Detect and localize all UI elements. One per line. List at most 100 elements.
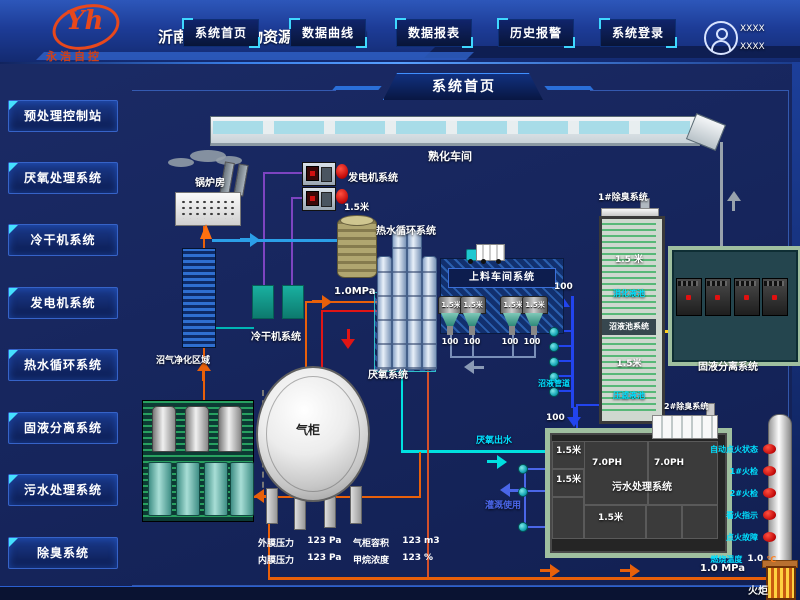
page-title: 系统首页 <box>383 73 543 100</box>
valve-icon <box>518 464 528 474</box>
machine-indicator <box>744 295 749 300</box>
truck-trailer <box>476 244 505 261</box>
nav-system-login-button[interactable]: 系统登录 <box>599 18 677 48</box>
gas-holder-label: 气柜 <box>296 423 321 437</box>
nav-history-alarm-button[interactable]: 历史报警 <box>497 18 575 48</box>
generator-unit-2 <box>302 187 336 211</box>
sidebar-item-deodorization[interactable]: 除臭系统 <box>8 537 118 569</box>
flow-arrow-right-icon <box>312 295 332 309</box>
hotwater-level-label: 1.5米 <box>344 203 369 213</box>
flow-arrow-left-icon <box>464 360 484 374</box>
generator-panel <box>306 191 319 206</box>
gas-holder-leg <box>266 488 278 524</box>
nav-data-curve-button[interactable]: 数据曲线 <box>289 18 367 48</box>
deodor-tower-1: 沼液池系统 <box>599 216 665 424</box>
purification-label: 沼气净化区域 <box>156 356 211 366</box>
main-pressure-label: 1.0 MPa <box>700 563 745 574</box>
status-row: 2#火检 <box>672 488 776 498</box>
frame-line <box>132 90 336 91</box>
cold-dryer-label: 冷干机系统 <box>251 332 301 343</box>
power-pipe <box>291 197 303 199</box>
stat-unit: Pa <box>329 553 342 563</box>
slurry-up-value: 100 <box>554 282 573 292</box>
biogas-pipe <box>305 301 307 371</box>
hopper-value: 100 <box>441 337 459 346</box>
feed-pipe <box>472 332 474 356</box>
sewage-cell <box>648 441 718 505</box>
generator-engine <box>321 192 332 207</box>
sidebar-item-solid-liquid[interactable]: 固液分离系统 <box>8 412 118 444</box>
biogas-pipe <box>427 356 429 577</box>
scrubber-tank <box>148 462 172 516</box>
slurry-branch <box>556 360 571 362</box>
feed-hopper: 1.5米 <box>460 296 486 336</box>
hopper-funnel <box>441 313 459 326</box>
user-avatar-icon[interactable] <box>704 21 738 55</box>
sewage-plant-label: 污水处理系统 <box>612 482 672 493</box>
sidebar-item-anaerobic[interactable]: 厌氧处理系统 <box>8 162 118 194</box>
flow-arrow-right-icon <box>487 455 507 469</box>
status-row: 1#火检 <box>672 466 776 476</box>
slurry-pipe-label: 沼液管道 <box>538 379 570 388</box>
nav-data-report-button[interactable]: 数据报表 <box>395 18 473 48</box>
scrubber-tank <box>230 462 254 516</box>
hotwater-label: 热水循环系统 <box>376 226 436 237</box>
purifier-tank <box>185 406 209 452</box>
boiler-windows <box>180 199 236 219</box>
slurry-branch <box>556 390 571 392</box>
banner-wing <box>332 86 382 90</box>
hopper-level: 1.5米 <box>522 296 548 314</box>
conveyor-gallery <box>210 116 700 146</box>
cold-dryer-unit-1 <box>252 285 274 319</box>
generator-engine <box>321 167 332 182</box>
valve-icon <box>549 327 559 337</box>
stat-unit: m3 <box>424 536 440 546</box>
company-logo-initials: Yh <box>66 6 104 36</box>
hopper-value: 100 <box>463 337 481 346</box>
hot-pipe <box>321 310 377 312</box>
hopper-stem <box>509 326 515 335</box>
stat-value: 123 <box>402 553 421 563</box>
separator-label: 固液分离系统 <box>698 362 758 373</box>
biogas-pipe <box>268 524 270 577</box>
hopper-value: 100 <box>523 337 541 346</box>
flare-burner <box>766 566 796 600</box>
feed-hopper: 1.5米 <box>522 296 548 336</box>
stat-name: 外膜压力 <box>258 539 295 549</box>
stat-name: 甲烷浓度 <box>353 556 390 566</box>
deodor2-label: 2#除臭系统 <box>664 402 709 411</box>
sidebar-item-generator[interactable]: 发电机系统 <box>8 287 118 319</box>
status-lamp-icon <box>763 510 776 520</box>
air-duct <box>720 142 723 262</box>
sidebar-item-hot-water[interactable]: 热水循环系统 <box>8 349 118 381</box>
flow-arrow-right-icon <box>240 233 260 247</box>
power-pipe <box>263 172 303 174</box>
tower-top-level: 1.5 米 <box>614 255 644 265</box>
tower-lower-section <box>602 335 656 415</box>
irrigation-pipe <box>525 526 545 528</box>
valve-icon <box>549 372 559 382</box>
slurry-pipe <box>576 404 600 406</box>
sewage-cell <box>552 469 584 497</box>
nav-home-button[interactable]: 系统首页 <box>182 18 260 48</box>
slurry-pipe <box>576 404 578 430</box>
biogas-pipe <box>252 496 420 498</box>
valve-icon <box>518 522 528 532</box>
sidebar-item-sewage[interactable]: 污水处理系统 <box>8 474 118 506</box>
stat-value: 123 <box>307 536 326 546</box>
banner-wing <box>544 86 594 90</box>
generator-unit-1 <box>302 162 336 186</box>
sidebar-item-pretreatment[interactable]: 预处理控制站 <box>8 100 118 132</box>
sewage-cell <box>552 497 584 539</box>
temperature-value: 1.0 <box>747 554 764 564</box>
tower-upper-section <box>602 219 656 319</box>
flare-label: 火炬 <box>748 586 768 597</box>
sidebar-item-cold-dryer[interactable]: 冷干机系统 <box>8 224 118 256</box>
hot-water-tank <box>337 215 377 278</box>
stat-name: 气柜容积 <box>353 539 390 549</box>
status-lamp-icon <box>763 488 776 498</box>
smoke-icon <box>168 158 194 167</box>
flare-status-panel: 自动点火状态 1#火检 2#火检 看火指示 点火故障 燃烧温度 1.0 ℃ <box>672 444 776 564</box>
